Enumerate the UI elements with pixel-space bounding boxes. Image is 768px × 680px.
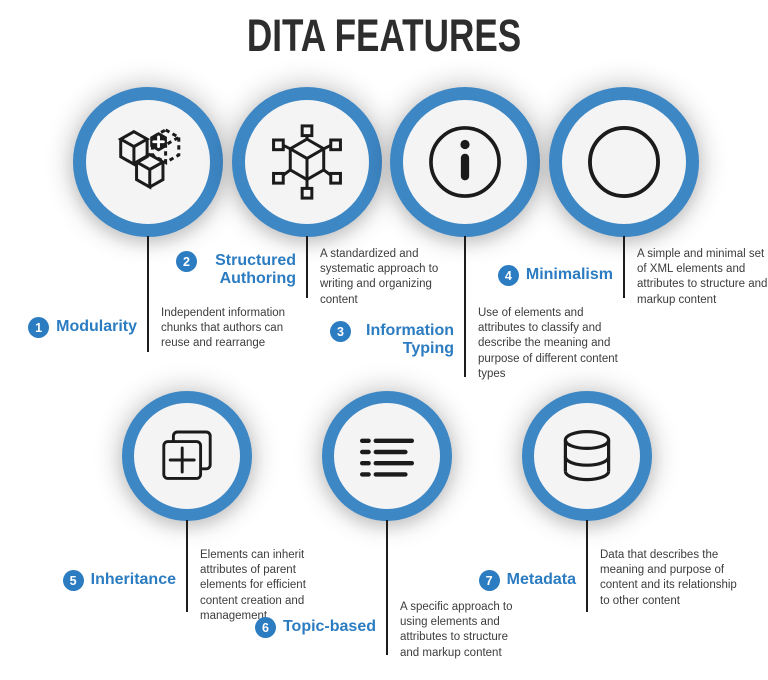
feature-label-text: Minimalism: [525, 266, 613, 283]
feature-description: A simple and minimal set of XML elements…: [637, 248, 768, 306]
feature-label-text: Metadata: [506, 571, 576, 588]
feature-circle: [390, 87, 540, 237]
connector-line: [386, 520, 388, 655]
page-title: DITA FEATURES: [246, 10, 522, 61]
connected-cube-network-icon: [272, 124, 342, 200]
feature-label: 1 Modularity: [28, 317, 137, 338]
database-icon: [563, 430, 611, 482]
feature-label: 4 Minimalism: [497, 265, 613, 286]
feature-description: Elements can inherit attributes of paren…: [200, 549, 306, 622]
connector-line: [464, 236, 466, 377]
feature-label: 2 Structured Authoring: [176, 251, 296, 288]
feature-description: A standardized and systematic approach t…: [320, 248, 439, 306]
feature-label: 7 Metadata: [478, 570, 576, 591]
modular-cubes-icon: [117, 128, 182, 190]
feature-circle: [122, 391, 252, 521]
feature-circle: [73, 87, 223, 237]
feature-circle: [322, 391, 452, 521]
feature-label-text: Topic-based: [282, 618, 376, 635]
number-badge: 7: [478, 570, 500, 591]
number-badge: 3: [330, 321, 351, 342]
feature-label: 5 Inheritance: [62, 570, 176, 591]
feature-description: Data that describes the meaning and purp…: [600, 549, 737, 607]
number-badge: 2: [176, 251, 197, 272]
feature-description: Independent information chunks that auth…: [161, 307, 286, 350]
number-badge: 5: [62, 570, 84, 591]
feature-circle: [549, 87, 699, 237]
connector-line: [586, 520, 588, 612]
number-badge: 1: [28, 317, 50, 338]
duplicate-pages-plus-icon: [162, 430, 212, 480]
number-badge: 6: [254, 617, 276, 638]
info-circle-icon: [429, 126, 501, 198]
feature-label-text: Information Typing: [366, 322, 454, 357]
connector-line: [147, 236, 149, 352]
connector-line: [186, 520, 188, 612]
bullet-list-icon: [360, 438, 414, 477]
feature-label: 6 Topic-based: [254, 617, 376, 638]
feature-label-text: Structured Authoring: [215, 252, 296, 287]
empty-circle-icon: [588, 126, 660, 198]
feature-label-text: Inheritance: [90, 571, 176, 588]
feature-description: Use of elements and attributes to classi…: [478, 307, 618, 380]
feature-label-text: Modularity: [56, 318, 137, 335]
feature-circle: [232, 87, 382, 237]
feature-label: 3 Information Typing: [330, 321, 454, 358]
feature-description: A specific approach to using elements an…: [400, 601, 513, 659]
number-badge: 4: [497, 265, 519, 286]
connector-line: [306, 236, 308, 298]
feature-circle: [522, 391, 652, 521]
connector-line: [623, 236, 625, 298]
